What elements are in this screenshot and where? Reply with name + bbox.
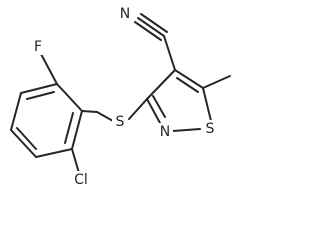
methyl-bond [202, 75, 231, 89]
nitrile-to-ring-bond [163, 35, 176, 71]
ring-s-n-bond [172, 128, 201, 132]
chemical-structure-diagram: N S N S F Cl [10, 5, 231, 188]
ch2-to-aromatic-bond [81, 110, 98, 113]
atom-label-layer: N S N S F Cl [34, 6, 215, 188]
ring-nitrogen-bg [158, 123, 173, 140]
ring-n-c3-bond [146, 98, 161, 124]
ring-c4-c5-bond [174, 69, 204, 89]
benzene-c6-c1-bond [56, 83, 83, 112]
c3-to-thioether-bond [128, 98, 148, 120]
benzene-c4-c5-bond [10, 92, 22, 131]
nitrile-nitrogen-label: N [120, 6, 130, 22]
chlorine-bond [71, 148, 80, 174]
benzene-inner-double-bond-a [64, 112, 74, 144]
molecule-canvas: N S N S F Cl [10, 5, 231, 188]
ring-sulfur-bg [203, 120, 218, 137]
benzene-inner-double-bond-b [16, 127, 37, 150]
nitrile-nitrogen-bg [118, 5, 133, 22]
benzene-inner-double-bond-c [26, 91, 55, 100]
fluorine-bond [40, 53, 58, 85]
nitrile-triple-bond-a [137, 17, 165, 37]
thioether-sulfur-label: S [116, 114, 125, 130]
chlorine-label: Cl [74, 172, 88, 188]
chlorine-bg [70, 171, 92, 188]
ring-sulfur-label: S [206, 121, 215, 137]
benzene-c1-c2-bond [71, 110, 83, 150]
ring-c4-c5-double-bond [176, 77, 199, 93]
benzene-c3-c4-bond [10, 129, 37, 158]
fluorine-label: F [34, 39, 42, 55]
nitrile-triple-bond-b [134, 21, 162, 41]
ring-c3-c4-bond [146, 69, 176, 100]
ring-n-c3-double-bond [152, 95, 166, 118]
nitrile-triple-bond-c [140, 13, 168, 33]
thioether-sulfur-bg [112, 113, 127, 130]
ring-nitrogen-label: N [160, 124, 170, 140]
thioether-to-ch2-bond [96, 111, 114, 122]
benzene-c5-c6-bond [20, 83, 58, 94]
fluorine-bg [31, 38, 45, 55]
label-background-layer [31, 5, 218, 188]
ring-c5-s-bond [202, 87, 212, 122]
benzene-c2-c3-bond [35, 148, 73, 158]
bond-layer [10, 13, 231, 174]
